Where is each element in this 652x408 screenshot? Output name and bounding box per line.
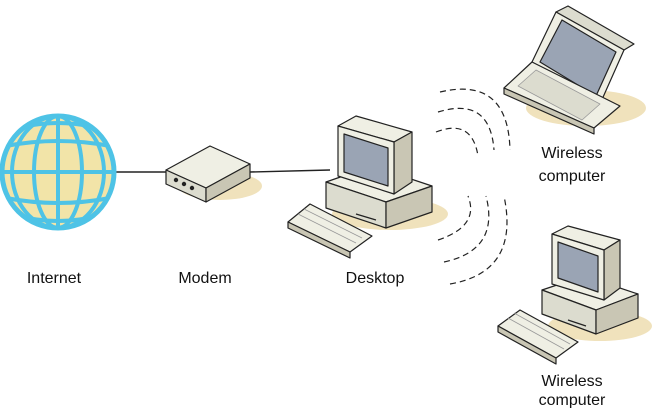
wireless-desktop-label-line2: computer [539,392,606,408]
desktop-icon [325,115,448,230]
laptop-icon [503,5,646,135]
wireless-signal-icon [435,88,511,285]
modem-label: Modem [178,270,231,287]
wireless-desktop-label-line1: Wireless [541,373,602,390]
wireless-desktop-icon [541,225,652,341]
keyboard-icon [287,203,373,259]
connection-lines [114,169,331,173]
keyboard-icon [497,309,579,365]
modem-icon [165,145,262,203]
internet-label: Internet [27,270,82,287]
globe-icon [0,113,117,231]
modem-desktop-link [249,169,331,173]
desktop-label: Desktop [346,270,405,287]
wireless-laptop-label-line2: computer [539,168,606,185]
wireless-laptop-label-line1: Wireless [541,145,602,162]
